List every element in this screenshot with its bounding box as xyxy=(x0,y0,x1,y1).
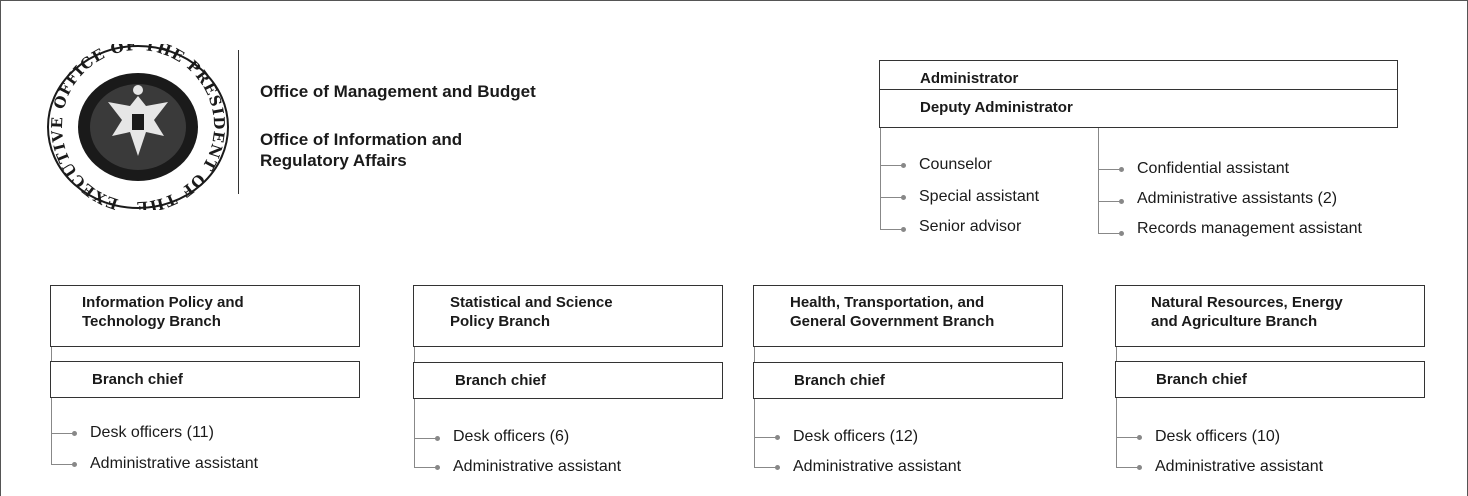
branch-name-line1: Health, Transportation, and xyxy=(790,294,985,311)
branch-chief-box: Branch chief xyxy=(753,362,1063,399)
administrative-assistant: Administrative assistant xyxy=(1155,458,1324,475)
staff-confidential-assistant: Confidential assistant xyxy=(1137,160,1290,177)
branch-line xyxy=(1116,437,1138,438)
bullet-icon xyxy=(901,195,906,200)
branch-chief-label: Branch chief xyxy=(794,372,885,389)
bullet-icon xyxy=(901,227,906,232)
bullet-icon xyxy=(901,163,906,168)
branch-line xyxy=(880,165,902,166)
administrative-assistant: Administrative assistant xyxy=(453,458,622,475)
office-name-line1: Office of Information and xyxy=(260,130,463,149)
bullet-icon xyxy=(72,431,77,436)
branch-name-line2: General Government Branch xyxy=(790,313,995,330)
office-name: Office of Information and Regulatory Aff… xyxy=(260,129,580,171)
branch-name-line1: Statistical and Science xyxy=(450,294,613,311)
branch-name-line2: Policy Branch xyxy=(450,313,551,330)
branch-chief-box: Branch chief xyxy=(413,362,723,399)
branch-chief-box: Branch chief xyxy=(1115,361,1425,398)
staff-counselor: Counselor xyxy=(919,156,992,173)
branch-line xyxy=(414,438,436,439)
header-divider xyxy=(238,50,239,194)
desk-officers: Desk officers (6) xyxy=(453,428,570,445)
branch-line xyxy=(880,229,902,230)
branch-connector xyxy=(754,347,755,467)
branch-chief-label: Branch chief xyxy=(1156,371,1247,388)
administrative-assistant: Administrative assistant xyxy=(793,458,962,475)
branch-box-health-transportation: Health, Transportation, and General Gove… xyxy=(753,285,1063,347)
staff-special-assistant: Special assistant xyxy=(919,188,1040,205)
branch-line xyxy=(1098,233,1120,234)
bullet-icon xyxy=(775,465,780,470)
bullet-icon xyxy=(1119,199,1124,204)
branch-line xyxy=(51,433,73,434)
org-name: Office of Management and Budget xyxy=(260,82,536,101)
bullet-icon xyxy=(1119,167,1124,172)
branch-name: Health, Transportation, and General Gove… xyxy=(790,293,994,331)
desk-officers: Desk officers (12) xyxy=(793,428,919,445)
left-staff-connector xyxy=(880,128,881,230)
deputy-administrator-label: Deputy Administrator xyxy=(920,99,1073,116)
branch-line xyxy=(1098,201,1120,202)
bullet-icon xyxy=(1119,231,1124,236)
branch-box-statistical-science: Statistical and Science Policy Branch xyxy=(413,285,723,347)
branch-name: Natural Resources, Energy and Agricultur… xyxy=(1151,293,1343,331)
branch-chief-box: Branch chief xyxy=(50,361,360,398)
branch-box-natural-resources: Natural Resources, Energy and Agricultur… xyxy=(1115,285,1425,347)
branch-line xyxy=(414,467,436,468)
branch-chief-label: Branch chief xyxy=(92,371,183,388)
bullet-icon xyxy=(435,465,440,470)
branch-box-information-policy: Information Policy and Technology Branch xyxy=(50,285,360,347)
office-name-line2: Regulatory Affairs xyxy=(260,151,407,170)
staff-records-management-assistant: Records management assistant xyxy=(1137,220,1362,237)
branch-line xyxy=(51,464,73,465)
deputy-administrator-box: Deputy Administrator xyxy=(879,89,1398,128)
branch-line xyxy=(1116,467,1138,468)
branch-name-line2: Technology Branch xyxy=(82,313,221,330)
bullet-icon xyxy=(435,436,440,441)
branch-name-line2: and Agriculture Branch xyxy=(1151,313,1318,330)
bullet-icon xyxy=(72,462,77,467)
desk-officers: Desk officers (10) xyxy=(1155,428,1281,445)
branch-name: Statistical and Science Policy Branch xyxy=(450,293,613,331)
branch-name-line1: Information Policy and xyxy=(82,294,244,311)
bullet-icon xyxy=(775,435,780,440)
branch-line xyxy=(880,197,902,198)
branch-name: Information Policy and Technology Branch xyxy=(82,293,244,331)
branch-connector xyxy=(1116,347,1117,467)
desk-officers: Desk officers (11) xyxy=(90,424,214,441)
bullet-icon xyxy=(1137,435,1142,440)
presidential-seal-icon: EXECUTIVE OFFICE OF THE PRESIDENT OF THE… xyxy=(46,44,229,210)
branch-line xyxy=(754,437,776,438)
administrator-label: Administrator xyxy=(920,70,1019,87)
branch-chief-label: Branch chief xyxy=(455,372,546,389)
branch-line xyxy=(1098,169,1120,170)
branch-line xyxy=(754,467,776,468)
right-staff-connector xyxy=(1098,128,1099,234)
staff-senior-advisor: Senior advisor xyxy=(919,218,1022,235)
administrative-assistant: Administrative assistant xyxy=(90,455,259,472)
branch-connector xyxy=(414,347,415,467)
branch-name-line1: Natural Resources, Energy xyxy=(1151,294,1343,311)
bullet-icon xyxy=(1137,465,1142,470)
branch-connector xyxy=(51,347,52,464)
staff-administrative-assistants: Administrative assistants (2) xyxy=(1137,190,1338,207)
